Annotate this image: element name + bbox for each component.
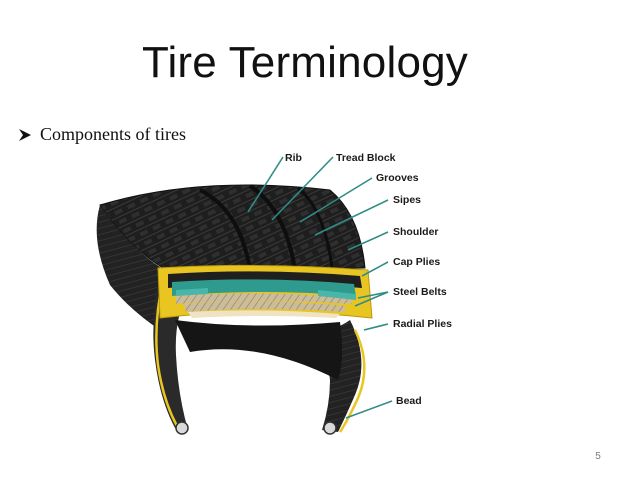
label-sipes: Sipes [393,194,421,206]
inner-liner [175,320,343,380]
steel-belt-layer [176,293,352,304]
cross-section-layers [157,264,373,319]
bead [175,421,337,435]
label-cap-plies: Cap Plies [393,256,440,268]
cap-plies-layer [172,279,356,296]
slide-number: 5 [595,451,601,462]
label-tread-block: Tread Block [336,152,396,164]
bullet-item: Components of tires [16,124,186,145]
arrow-bullet-icon [19,128,31,141]
slide-title: Tire Terminology [142,38,468,87]
bullet-text: Components of tires [40,124,186,144]
label-bead: Bead [396,395,422,407]
label-radial-plies: Radial Plies [393,318,452,330]
label-grooves: Grooves [376,172,419,184]
tire-cutaway-diagram: Rib Tread Block Grooves Sipes Shoulder C… [96,152,452,435]
label-steel-belts: Steel Belts [393,286,447,298]
leader-lines [247,156,393,419]
tire-tread [96,184,366,330]
label-rib: Rib [285,152,302,164]
label-shoulder: Shoulder [393,226,439,238]
